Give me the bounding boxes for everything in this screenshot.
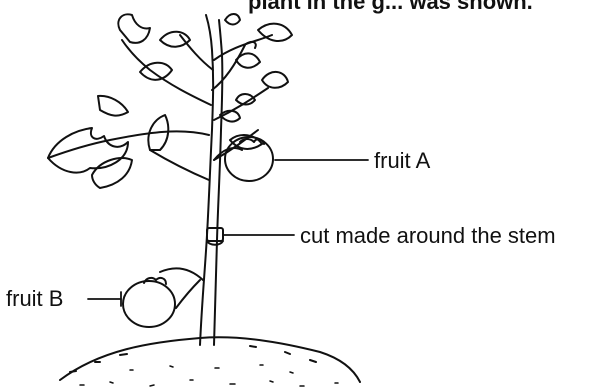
label-fruit-a: fruit A xyxy=(374,150,430,172)
fruit-a xyxy=(214,137,273,181)
soil xyxy=(60,337,360,386)
cut-ring xyxy=(207,228,223,245)
label-fruit-b: fruit B xyxy=(6,288,63,310)
fruit-b xyxy=(123,268,203,327)
label-cut-around-stem: cut made around the stem xyxy=(300,225,556,247)
main-stem xyxy=(200,15,222,345)
